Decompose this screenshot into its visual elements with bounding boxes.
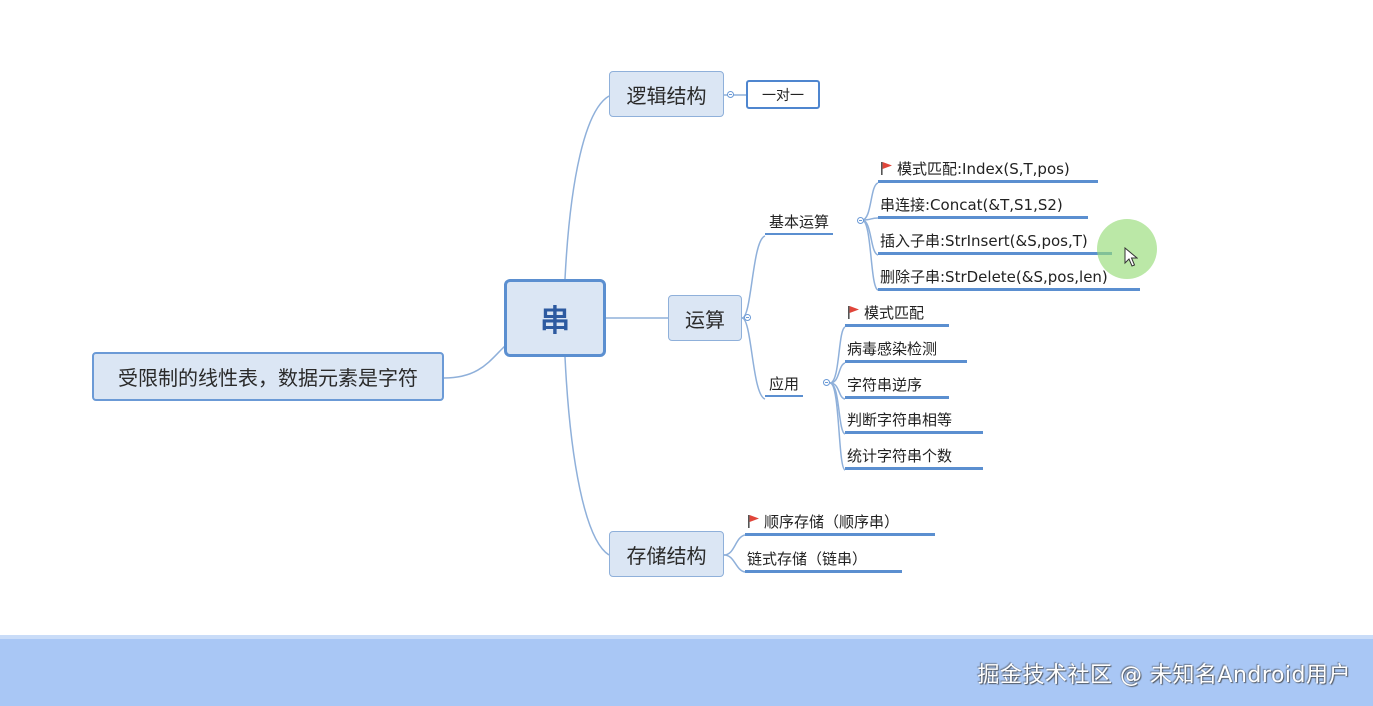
footer-bar: 掘金技术社区 @ 未知名Android用户 xyxy=(0,635,1373,706)
storage-structure-node[interactable]: 存储结构 xyxy=(609,531,724,577)
leaf-linked-storage[interactable]: 链式存储（链串） xyxy=(745,548,902,573)
leaf-text: 模式匹配:Index(S,T,pos) xyxy=(897,160,1070,178)
collapse-toggle-icon[interactable] xyxy=(744,314,751,321)
one-to-one-label: 一对一 xyxy=(762,87,804,104)
operations-node[interactable]: 运算 xyxy=(668,295,742,341)
collapse-toggle-icon[interactable] xyxy=(823,379,830,386)
mind-map-canvas: 受限制的线性表，数据元素是字符 串 逻辑结构 一对一 运算 基本运算 模式匹配:… xyxy=(92,71,1157,577)
leaf-string-reverse[interactable]: 字符串逆序 xyxy=(845,374,949,399)
leaf-sequential-storage[interactable]: 顺序存储（顺序串） xyxy=(745,511,935,536)
leaf-text: 删除子串:StrDelete(&S,pos,len) xyxy=(880,268,1108,286)
leaf-pattern-match[interactable]: 模式匹配 xyxy=(845,302,949,327)
collapse-toggle-icon[interactable] xyxy=(857,217,864,224)
leaf-strdelete[interactable]: 删除子串:StrDelete(&S,pos,len) xyxy=(878,266,1140,291)
description-node[interactable]: 受限制的线性表，数据元素是字符 xyxy=(92,352,444,401)
description-text: 受限制的线性表，数据元素是字符 xyxy=(118,366,418,390)
root-node[interactable]: 串 xyxy=(504,279,606,357)
operations-label: 运算 xyxy=(685,307,725,332)
leaf-text: 统计字符串个数 xyxy=(847,447,953,465)
mouse-cursor-icon xyxy=(1124,247,1138,267)
leaf-text: 插入子串:StrInsert(&S,pos,T) xyxy=(880,232,1088,250)
leaf-strinsert[interactable]: 插入子串:StrInsert(&S,pos,T) xyxy=(878,230,1112,255)
leaf-virus-detection[interactable]: 病毒感染检测 xyxy=(845,338,967,363)
leaf-string-equal[interactable]: 判断字符串相等 xyxy=(845,409,983,434)
leaf-concat[interactable]: 串连接:Concat(&T,S1,S2) xyxy=(878,194,1088,219)
logic-structure-node[interactable]: 逻辑结构 xyxy=(609,71,724,117)
click-highlight xyxy=(1097,219,1157,279)
leaf-text: 串连接:Concat(&T,S1,S2) xyxy=(880,196,1063,214)
root-label: 串 xyxy=(540,304,570,339)
applications-label: 应用 xyxy=(769,375,800,393)
leaf-string-count[interactable]: 统计字符串个数 xyxy=(845,445,983,470)
collapse-toggle-icon[interactable] xyxy=(727,91,734,98)
logic-structure-label: 逻辑结构 xyxy=(626,83,707,108)
watermark-text: 掘金技术社区 @ 未知名Android用户 xyxy=(977,663,1351,688)
leaf-pattern-match-index[interactable]: 模式匹配:Index(S,T,pos) xyxy=(878,158,1098,183)
one-to-one-node[interactable]: 一对一 xyxy=(746,80,820,109)
basic-operations-node[interactable]: 基本运算 xyxy=(765,211,834,235)
leaf-text: 病毒感染检测 xyxy=(847,340,938,358)
storage-structure-label: 存储结构 xyxy=(626,543,707,568)
leaf-text: 判断字符串相等 xyxy=(847,411,953,429)
red-flag-icon xyxy=(748,515,759,528)
applications-node[interactable]: 应用 xyxy=(765,373,804,397)
red-flag-icon xyxy=(848,306,859,319)
leaf-text: 模式匹配 xyxy=(864,304,925,322)
leaf-text: 顺序存储（顺序串） xyxy=(764,513,900,531)
leaf-text: 链式存储（链串） xyxy=(747,550,868,568)
red-flag-icon xyxy=(881,162,892,175)
basic-operations-label: 基本运算 xyxy=(769,213,830,231)
leaf-text: 字符串逆序 xyxy=(847,376,923,394)
